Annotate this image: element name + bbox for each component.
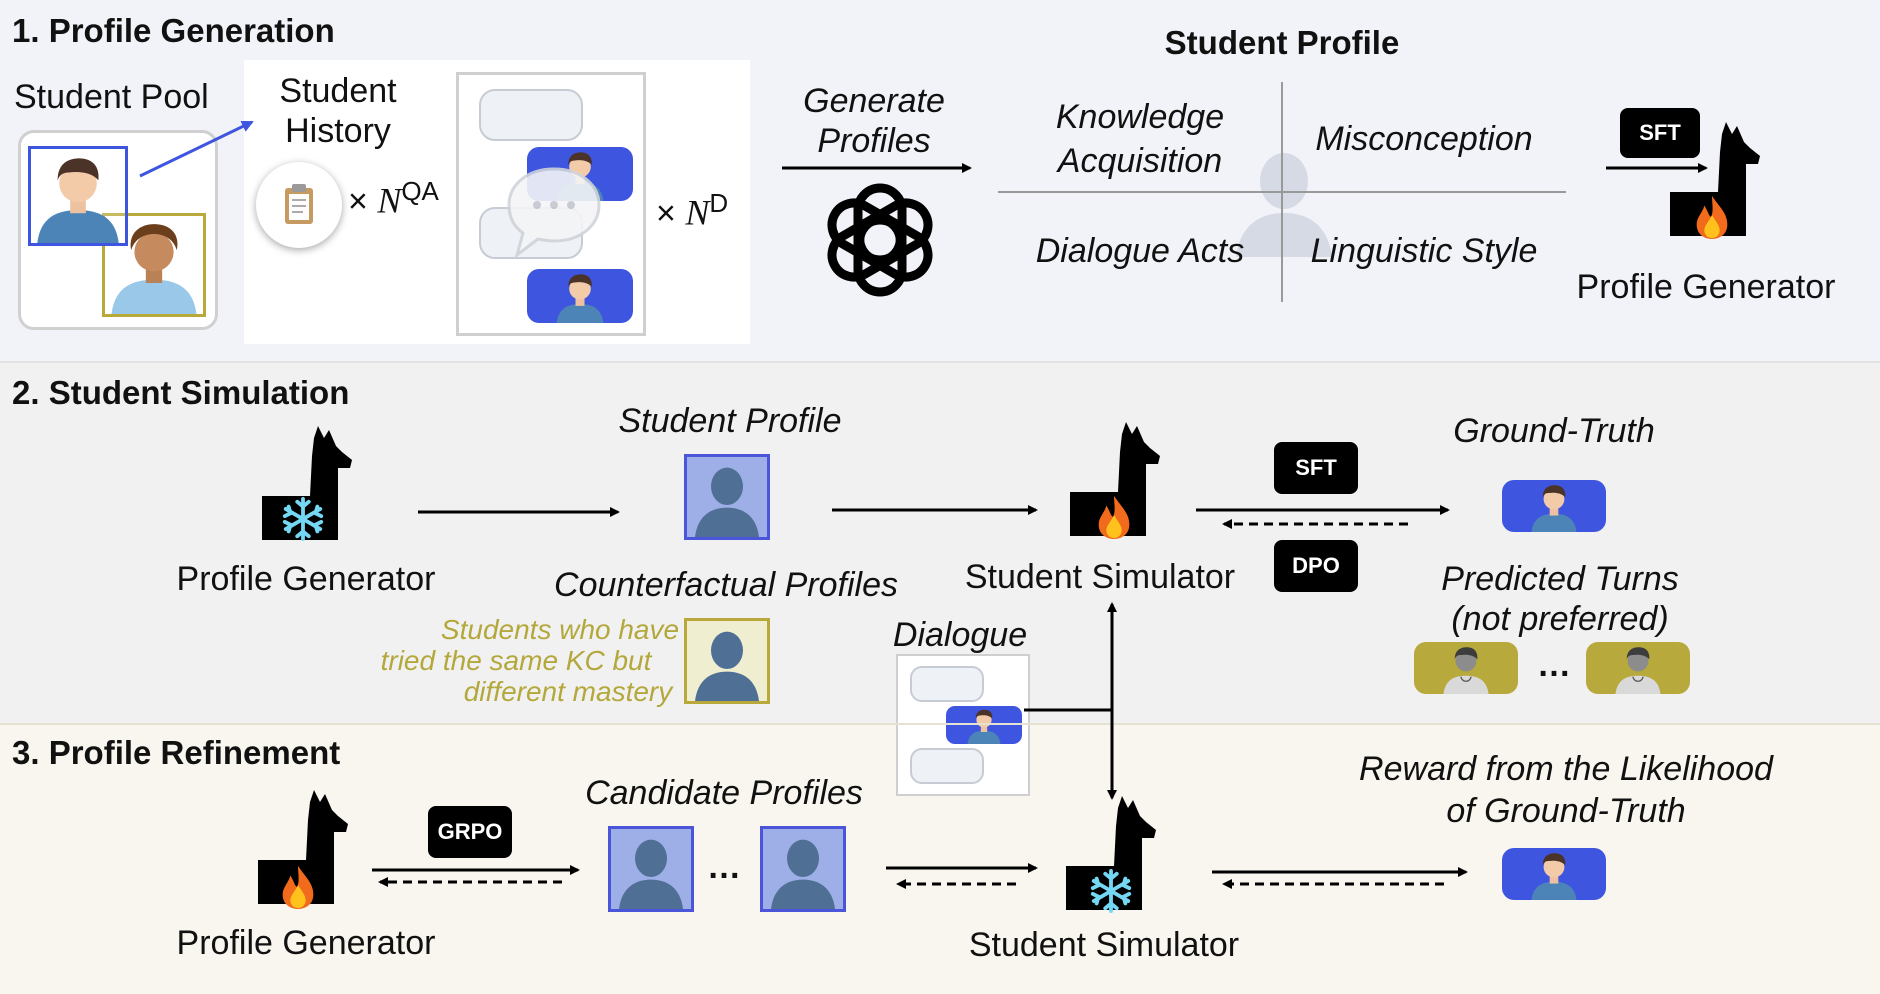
profile-silhouette-counterfactual [687,621,767,701]
dialogue-tutor-bubble-1 [910,666,984,702]
sft-badge-s1: SFT [1620,108,1700,158]
clipboard-glyph [285,184,313,224]
counterfactual-note-line3: different mastery [463,676,673,707]
student-profile-label-s2: Student Profile [618,402,842,440]
dialogue-box [896,654,1030,796]
candidate-profile-card-2 [760,826,846,912]
student-history-label-line2: History [285,112,391,150]
n-qa-multiplier: × NQA [348,178,439,218]
candidate-profile-card-1 [608,826,694,912]
generate-profiles-label-line2: Profiles [817,122,931,160]
misconception-label: Misconception [1315,120,1533,158]
chat-bubble-icon [507,167,601,259]
times-symbol-2: × [656,194,676,233]
fire-icon-s2 [1094,494,1134,540]
dialogue-student-person [967,709,1001,744]
student-simulator-label-s3: Student Simulator [968,926,1240,964]
n-symbol-2: N [685,192,710,233]
dialogue-acts-label: Dialogue Acts [1035,232,1245,270]
section-title-profile-generation: 1. Profile Generation [12,12,335,49]
dialogue-history-box [456,72,646,336]
counterfactual-profiles-label: Counterfactual Profiles [554,566,898,604]
n-d-multiplier: × ND [656,190,728,230]
sft-badge-s2: SFT [1274,442,1358,494]
counterfactual-note-line2: tried the same KC but [380,645,652,676]
section-title-profile-refinement: 3. Profile Refinement [12,734,341,771]
linguistic-style-label: Linguistic Style [1310,232,1538,270]
snowflake-icon-s3 [1088,868,1134,914]
student-profile-card [684,454,770,540]
qa-superscript: QA [401,176,439,206]
student-avatar-1-icon [31,149,125,243]
candidate-silhouette-1 [611,829,691,909]
ground-truth-person-s2 [1531,485,1577,532]
grpo-badge-s3: GRPO [428,806,512,858]
predicted-turn-person-1 [1442,646,1490,694]
predicted-turn-chip-2 [1586,642,1690,694]
profile-generator-label-s1: Profile Generator [1576,268,1836,306]
profile-generator-label-s3: Profile Generator [176,924,436,962]
knowledge-acquisition-line1: Knowledge [1055,98,1225,136]
student-avatar-2 [102,213,206,317]
student-history-label-line1: Student [279,72,397,110]
student-turn-chip-2 [527,269,633,323]
predicted-turns-ellipsis: … [1537,646,1571,684]
openai-logo-icon [827,183,933,297]
predicted-turns-line1: Predicted Turns [1441,560,1679,598]
counterfactual-note-line1: Students who have [440,614,680,645]
reward-label-line2: of Ground-Truth [1446,792,1686,830]
ground-truth-chip-s3 [1502,848,1606,900]
student-pool-label: Student Pool [14,78,209,116]
fire-icon-s1 [1692,194,1732,240]
fire-icon-s3 [278,864,318,910]
dpo-badge-s2: DPO [1274,540,1358,592]
predicted-turn-chip-1 [1414,642,1518,694]
tutor-bubble-1 [479,89,583,141]
ground-truth-label-s2: Ground-Truth [1453,412,1655,450]
knowledge-acquisition-line2: Acquisition [1057,142,1223,180]
predicted-turns-line2: (not preferred) [1451,600,1669,638]
counterfactual-profile-card [684,618,770,704]
snowflake-icon-s2 [280,496,326,542]
times-symbol: × [348,182,368,221]
candidate-profiles-ellipsis: … [707,848,741,886]
candidate-silhouette-2 [763,829,843,909]
generate-profiles-label-line1: Generate [803,82,945,120]
reward-label-line1: Reward from the Likelihood [1359,750,1773,788]
dialogue-label: Dialogue [892,616,1028,654]
dialogue-student-chip [946,706,1022,744]
section-title-student-simulation: 2. Student Simulation [12,374,350,411]
student-turn-person-2 [556,274,604,323]
ground-truth-person-s3 [1531,853,1577,900]
predicted-turn-person-2 [1614,646,1662,694]
dialogue-tutor-bubble-2 [910,748,984,784]
candidate-profiles-label: Candidate Profiles [585,774,863,812]
student-simulator-label-s2: Student Simulator [964,558,1236,596]
clipboard-icon [256,162,342,248]
n-symbol: N [377,180,402,221]
student-avatar-1 [28,146,128,246]
profile-silhouette-icon [1236,153,1332,257]
profile-generator-label-s2: Profile Generator [176,560,436,598]
student-profile-title: Student Profile [1164,24,1400,61]
profile-silhouette-s2 [687,457,767,537]
ground-truth-chip-s2 [1502,480,1606,532]
d-superscript: D [709,188,729,218]
